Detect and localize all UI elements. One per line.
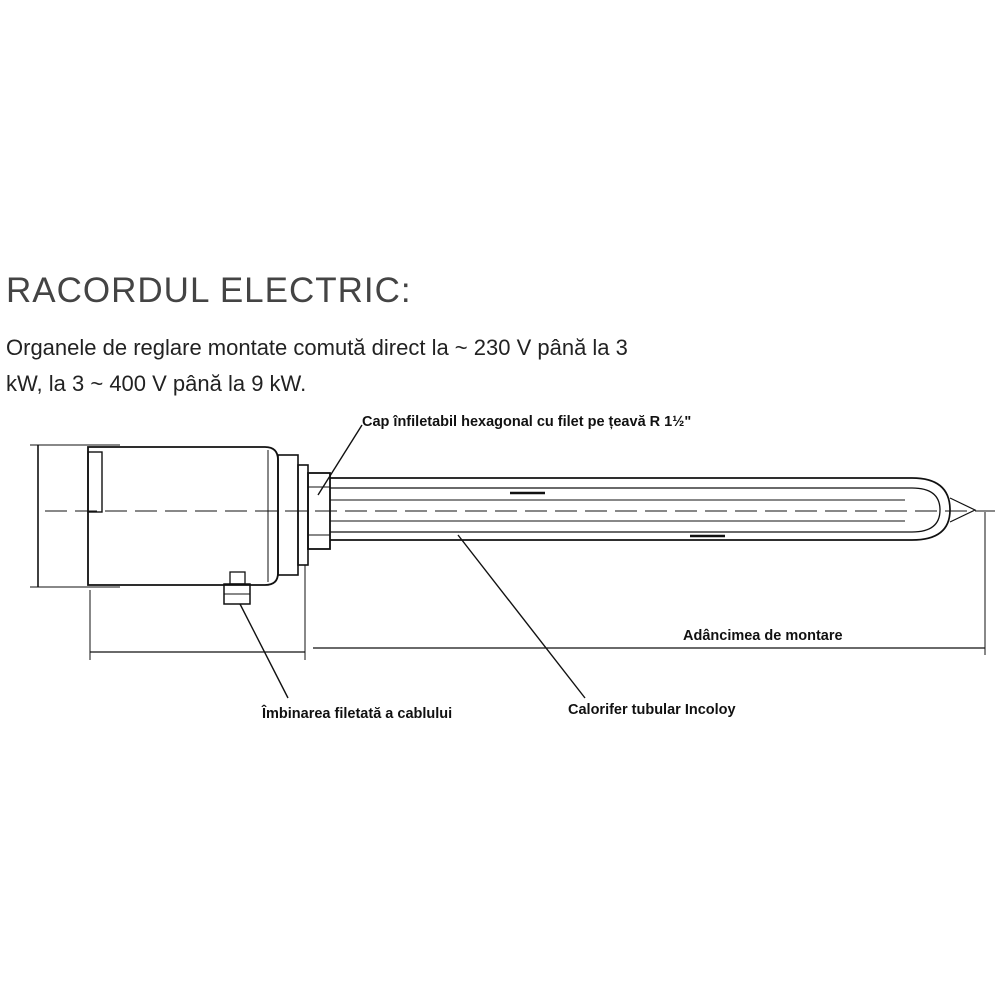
housing-height-dimension: [30, 444, 120, 588]
description: Organele de reglare montate comută direc…: [6, 330, 786, 402]
tubular-heater: [330, 477, 977, 541]
depth-dimension: [89, 512, 986, 660]
housing: [87, 446, 279, 586]
cable-joint-label: Îmbinarea filetată a cablului: [261, 704, 452, 722]
heater-label: Calorifer tubular Incoloy: [568, 702, 736, 718]
hex-cap-label: Cap înfiletabil hexagonal cu filet pe țe…: [362, 414, 691, 430]
flange: [277, 454, 309, 576]
description-line-2: kW, la 3 ~ 400 V până la 9 kW.: [6, 371, 307, 396]
page-title: RACORDUL ELECTRIC:: [6, 271, 412, 310]
hex-cap-leader: [317, 424, 363, 496]
cable-gland: [223, 571, 251, 605]
description-line-1: Organele de reglare montate comută direc…: [6, 335, 628, 360]
heater-leader: [457, 534, 586, 699]
cable-joint-leader: [239, 603, 289, 699]
depth-label: Adâncimea de montare: [683, 628, 843, 644]
